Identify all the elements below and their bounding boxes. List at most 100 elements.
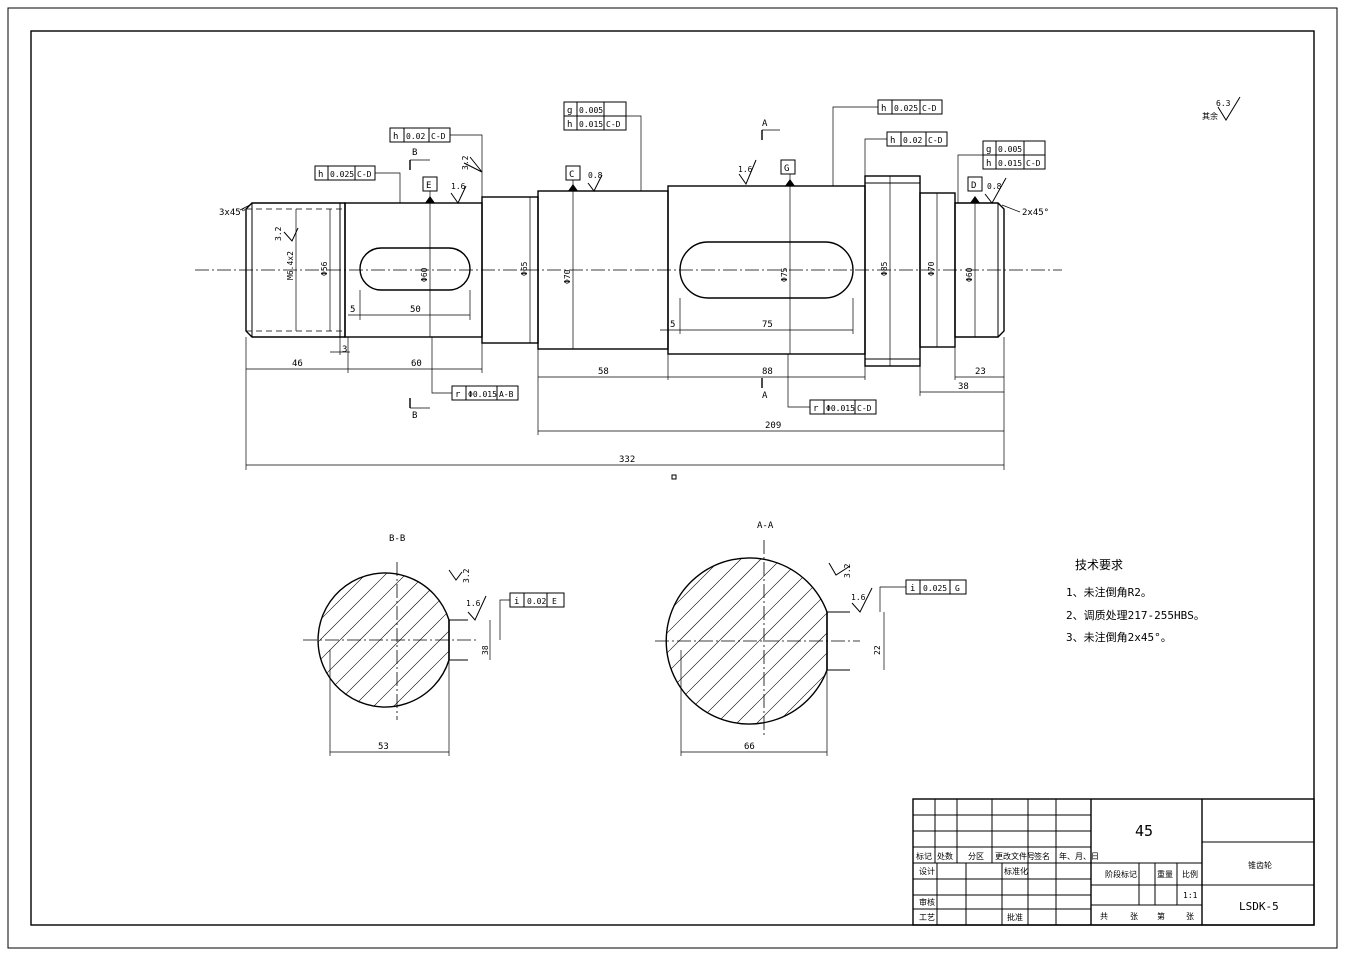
svg-text:年、月、日: 年、月、日 bbox=[1059, 851, 1099, 861]
roughness-marks: 3.2 1.6 3.2 0.8 1.6 0.8 bbox=[274, 155, 1007, 242]
gtol-frame-2: h 0.02 C-D bbox=[389, 127, 483, 197]
length-dimensions: 46 60 3 5 50 58 88 5 75 23 38 209 332 bbox=[245, 290, 1005, 470]
chamfer-right: 2x45° bbox=[1022, 208, 1049, 218]
gtol-frame-5: h 0.02 C-D bbox=[864, 131, 948, 176]
svg-text:0.02: 0.02 bbox=[903, 136, 922, 145]
bb-width-dim: 53 bbox=[378, 742, 389, 752]
datum-d: D bbox=[967, 176, 983, 203]
dia-label-65-left: Φ65 bbox=[520, 261, 529, 276]
svg-text:1.6: 1.6 bbox=[466, 599, 481, 608]
svg-text:1.6: 1.6 bbox=[851, 593, 866, 602]
svg-text:D: D bbox=[971, 181, 976, 191]
svg-text:更改文件号: 更改文件号 bbox=[995, 851, 1035, 861]
svg-text:0.025: 0.025 bbox=[923, 584, 947, 593]
svg-text:C-D: C-D bbox=[1026, 159, 1041, 168]
svg-text:阶段标记: 阶段标记 bbox=[1105, 869, 1137, 879]
svg-text:h: h bbox=[890, 136, 895, 146]
general-roughness-note: 其余 6.3 bbox=[1202, 96, 1241, 121]
dia-label-85: Φ85 bbox=[880, 261, 889, 276]
svg-text:C-D: C-D bbox=[922, 104, 937, 113]
dia-label-75: Φ75 bbox=[780, 267, 789, 282]
inner-border bbox=[30, 30, 1315, 926]
svg-text:其余: 其余 bbox=[1202, 111, 1218, 121]
section-bb: 53 38 3.2 1.6 i 0.02 E bbox=[303, 562, 565, 756]
gtol-frame-7: r Φ0.015 A-B bbox=[431, 337, 519, 401]
svg-text:重量: 重量 bbox=[1157, 869, 1173, 879]
b-label-bottom: B bbox=[412, 411, 417, 421]
svg-text:标记: 标记 bbox=[916, 851, 932, 861]
dim-88: 88 bbox=[762, 367, 773, 377]
svg-text:G: G bbox=[955, 584, 960, 593]
aa-width-dim: 66 bbox=[744, 742, 755, 752]
tech-req-title: 技术要求 bbox=[1075, 558, 1123, 572]
svg-text:i: i bbox=[514, 597, 519, 607]
svg-text:C-D: C-D bbox=[857, 404, 872, 413]
a-label-top: A bbox=[762, 119, 768, 129]
svg-text:3.2: 3.2 bbox=[462, 568, 471, 583]
section-marker-b: B B bbox=[409, 148, 430, 421]
svg-text:1.6: 1.6 bbox=[738, 165, 753, 174]
section-aa-title: A-A bbox=[757, 521, 774, 531]
keyway-right bbox=[679, 241, 854, 299]
svg-text:签名: 签名 bbox=[1034, 851, 1050, 861]
dim-209: 209 bbox=[765, 421, 781, 431]
svg-text:A-B: A-B bbox=[499, 390, 514, 399]
svg-text:0.015: 0.015 bbox=[579, 120, 603, 129]
svg-text:张: 张 bbox=[1186, 912, 1194, 921]
scale-value: 1:1 bbox=[1183, 891, 1198, 900]
gtol-frame-6: g 0.005 h 0.015 C-D bbox=[957, 140, 1046, 203]
svg-text:3.2: 3.2 bbox=[461, 155, 470, 170]
svg-text:审核: 审核 bbox=[919, 897, 935, 907]
gtol-frame-3: g 0.005 h 0.015 C-D bbox=[563, 101, 642, 191]
dim-23: 23 bbox=[975, 367, 986, 377]
svg-text:6.3: 6.3 bbox=[1216, 99, 1231, 108]
svg-text:h: h bbox=[567, 120, 572, 130]
svg-text:1.6: 1.6 bbox=[451, 182, 466, 191]
svg-text:Φ0.015: Φ0.015 bbox=[826, 404, 855, 413]
svg-text:工艺: 工艺 bbox=[919, 913, 935, 922]
center-marker bbox=[671, 474, 677, 480]
svg-text:i: i bbox=[910, 584, 915, 594]
dim-5-right: 5 bbox=[670, 320, 675, 330]
dia-label-thread: M6.4x2 bbox=[286, 251, 295, 280]
svg-text:3.2: 3.2 bbox=[843, 563, 852, 578]
dim-60: 60 bbox=[411, 359, 422, 369]
svg-text:0.02: 0.02 bbox=[406, 132, 425, 141]
gtol-frame-8: r Φ0.015 C-D bbox=[787, 354, 877, 415]
dia-label-60-left: Φ60 bbox=[420, 267, 429, 282]
material-value: 45 bbox=[1135, 822, 1153, 840]
svg-text:r: r bbox=[455, 390, 461, 400]
keyway-left bbox=[359, 247, 471, 291]
tech-requirements: 技术要求 1、未注倒角R2。 2、调质处理217-255HBS。 3、未注倒角2… bbox=[1066, 558, 1205, 644]
section-marker-a: A A bbox=[761, 119, 780, 401]
dim-5-left: 5 bbox=[350, 305, 355, 315]
svg-text:C-D: C-D bbox=[928, 136, 943, 145]
svg-text:0.02: 0.02 bbox=[527, 597, 546, 606]
tech-req-item-2: 2、调质处理217-255HBS。 bbox=[1066, 609, 1205, 622]
datum-c: C bbox=[565, 165, 581, 191]
dim-46: 46 bbox=[292, 359, 303, 369]
svg-text:第: 第 bbox=[1157, 911, 1165, 921]
dim-332: 332 bbox=[619, 455, 635, 465]
dim-50: 50 bbox=[410, 305, 421, 315]
section-aa: 66 22 3.2 1.6 i 0.025 G bbox=[655, 540, 967, 756]
section-d85 bbox=[864, 175, 921, 367]
svg-text:h: h bbox=[318, 170, 323, 180]
svg-text:0.025: 0.025 bbox=[330, 170, 354, 179]
tech-req-item-1: 1、未注倒角R2。 bbox=[1066, 585, 1152, 599]
svg-text:Φ0.015: Φ0.015 bbox=[468, 390, 497, 399]
svg-text:0.005: 0.005 bbox=[998, 145, 1022, 154]
svg-text:g: g bbox=[986, 145, 991, 155]
svg-text:比例: 比例 bbox=[1182, 869, 1198, 879]
svg-text:C-D: C-D bbox=[606, 120, 621, 129]
datum-g: G bbox=[780, 159, 796, 186]
svg-text:0.8: 0.8 bbox=[987, 182, 1002, 191]
tech-req-item-3: 3、未注倒角2x45°。 bbox=[1066, 630, 1172, 644]
gtol-frame-1: h 0.025 C-D bbox=[314, 165, 401, 203]
dim-75: 75 bbox=[762, 320, 773, 330]
svg-text:处数: 处数 bbox=[937, 851, 953, 861]
svg-text:G: G bbox=[784, 164, 789, 174]
dia-label-70: Φ70 bbox=[563, 269, 572, 284]
svg-text:E: E bbox=[552, 597, 557, 606]
svg-text:C-D: C-D bbox=[431, 132, 446, 141]
